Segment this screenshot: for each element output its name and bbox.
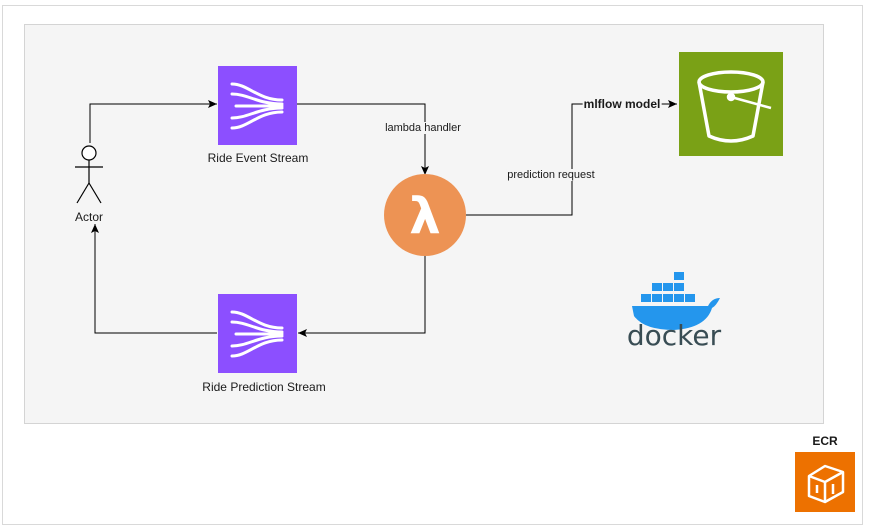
s3-bucket-icon[interactable] [679, 52, 783, 156]
lambda-icon[interactable]: λ [384, 174, 466, 256]
ride-prediction-stream-label: Ride Prediction Stream [202, 380, 326, 394]
actor-label: Actor [74, 210, 104, 224]
kinesis-stream-icon[interactable] [218, 294, 297, 373]
docker-logo-text: docker [627, 319, 722, 352]
lambda-handler-edge-label: lambda handler [384, 122, 462, 134]
mlflow-model-edge-label: mlflow model [582, 97, 662, 111]
ride-event-stream-label: Ride Event Stream [207, 151, 309, 165]
actor-stick-figure-icon [75, 145, 103, 204]
lambda-symbol: λ [409, 187, 441, 245]
edge-lambda-to-s3 [466, 100, 677, 216]
ecr-icon[interactable] [795, 452, 855, 512]
kinesis-stream-icon[interactable] [218, 66, 297, 145]
prediction-request-edge-label: prediction request [506, 169, 596, 181]
edge-lambda-to-prediction-stream [298, 256, 426, 337]
docker-icon: docker [627, 272, 722, 352]
edge-event-stream-to-lambda [297, 103, 429, 175]
ecr-label: ECR [812, 434, 838, 448]
edge-actor-to-event-stream [89, 100, 217, 143]
edge-prediction-stream-to-actor [91, 224, 217, 334]
